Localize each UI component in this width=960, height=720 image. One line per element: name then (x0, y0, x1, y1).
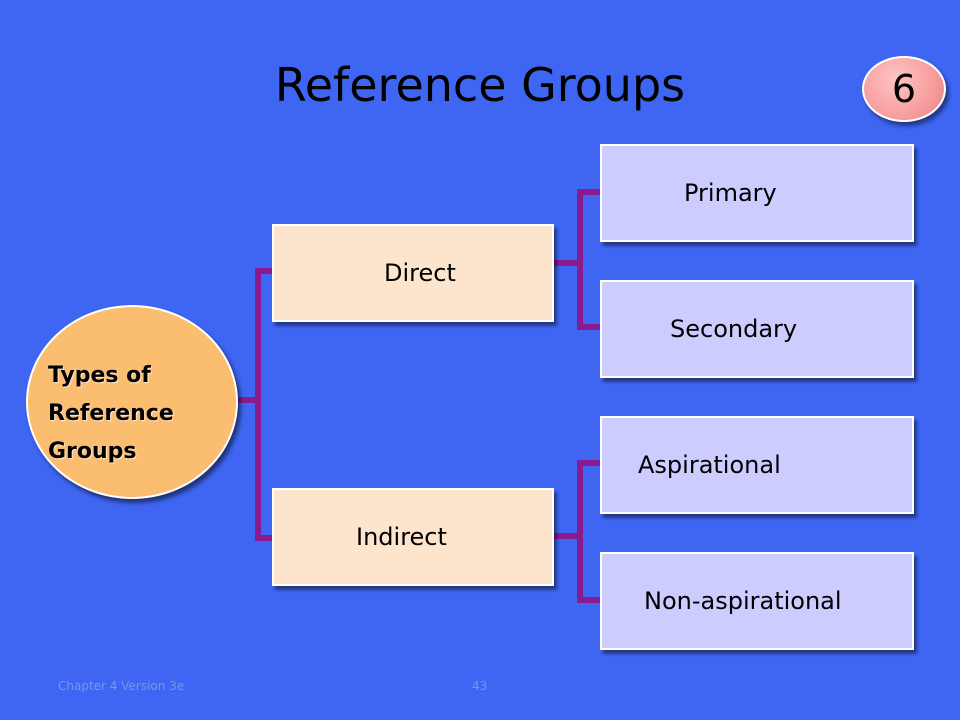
root-node-label: Types of Reference Groups (48, 363, 174, 464)
root-node-oval (26, 305, 238, 499)
leaf-node-aspirational: Aspirational (600, 416, 914, 514)
footer-page-number: 43 (472, 679, 488, 693)
leaf-node-secondary: Secondary (600, 280, 914, 378)
leaf-label-primary: Primary (684, 179, 777, 207)
leaf-label-non-aspirational: Non-aspirational (644, 587, 842, 615)
footer-chapter: Chapter 4 Version 3e (58, 679, 185, 693)
slide-title: Reference Groups (274, 58, 686, 112)
leaf-label-secondary: Secondary (670, 315, 798, 343)
leaf-node-primary: Primary (600, 144, 914, 242)
branch-node-direct: Direct (272, 224, 554, 322)
branch-label-indirect: Indirect (356, 523, 447, 551)
branch-label-direct: Direct (384, 259, 456, 287)
leaf-label-aspirational: Aspirational (638, 451, 781, 479)
slide-number-badge: 6 (862, 56, 946, 122)
branch-node-indirect: Indirect (272, 488, 554, 586)
leaf-node-non-aspirational: Non-aspirational (600, 552, 914, 650)
